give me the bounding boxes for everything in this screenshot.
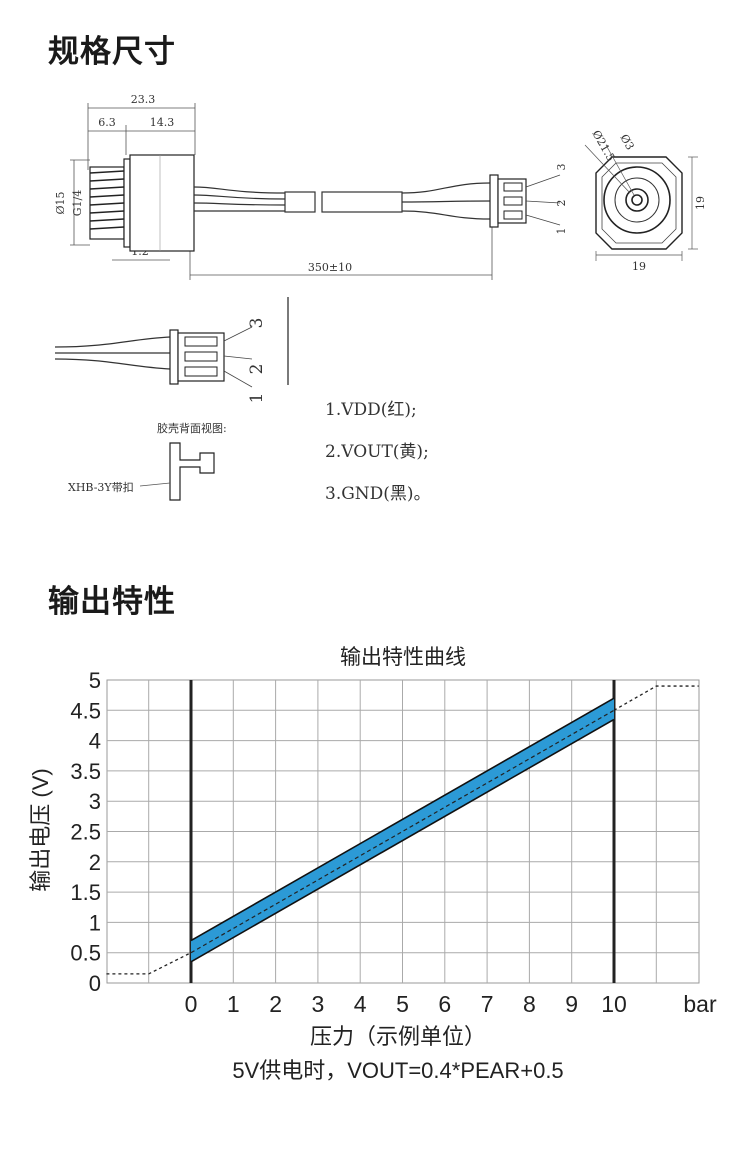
y-tick-label: 1.5 [70,880,101,905]
sensor-front-view [584,144,698,261]
x-tick-label: 5 [396,991,409,1017]
cable-wires [193,182,491,220]
sensor-side-view [89,154,195,252]
y-tick-label: 1 [89,910,101,935]
output-section-title: 输出特性 [48,584,176,620]
dim-total-length: 23.3 [131,93,156,106]
dim-height: 19 [694,196,707,210]
connector-model-label: XHB-3Y带扣 [68,480,134,494]
detail-pin-label-3: 3 [247,318,267,329]
dim-diameter: Ø15 [54,191,67,214]
connector-detail [54,297,289,388]
y-tick-label: 2 [89,850,101,875]
series-lower-tolerance [190,718,615,963]
housing-back-view [139,442,215,501]
series-upper-tolerance [190,697,615,942]
y-tick-label: 0.5 [70,941,101,966]
dim-thread: G1/4 [71,190,84,217]
x-tick-label: 10 [601,991,627,1017]
y-tick-label: 3.5 [70,759,101,784]
pin-description-2: 2.VOUT(黄); [325,442,429,462]
x-unit-label: bar [683,991,717,1017]
pin-description-3: 3.GND(黑)。 [325,484,431,504]
tolerance-band-fill [191,698,614,962]
y-axis-label: 输出电压 (V) [28,768,53,891]
series-above-range [613,685,699,711]
y-tick-label: 4.5 [70,698,101,723]
y-tick-label: 5 [89,668,101,693]
spec-section-title: 规格尺寸 [48,34,176,70]
x-axis-label: 压力（示例单位） [310,1024,486,1049]
y-tick-label: 4 [89,729,101,754]
series-nominal [190,709,615,954]
dim-cable-length: 350±10 [308,261,352,274]
dim-width: 19 [632,260,646,273]
y-tick-label: 0 [89,971,101,996]
cable-connector [489,174,561,228]
y-tick-labels: 0 0.5 1 1.5 2 2.5 3 3.5 4 4.5 5 [70,668,101,996]
x-tick-label: 2 [269,991,282,1017]
x-tick-label: 4 [354,991,367,1017]
dimension-drawing: 23.3 6.3 14.3 Ø15 G1/4 1.2 350±10 [54,93,707,504]
housing-label: 胶壳背面视图: [157,421,227,435]
chart-lines [106,685,699,975]
dim-face-diameter: Ø21.5 [589,128,617,164]
pin-label-1: 1 [555,228,568,235]
tolerance-band [191,698,614,962]
dim-thread-length: 6.3 [98,116,116,129]
pin-label-2: 2 [555,200,568,207]
x-tick-label: 9 [565,991,578,1017]
y-tick-label: 3 [89,789,101,814]
x-tick-label: 3 [312,991,325,1017]
pin-description-1: 1.VDD(红); [325,400,417,420]
dim-body-length: 14.3 [150,116,175,129]
chart-title: 输出特性曲线 [340,646,466,669]
x-tick-label: 0 [185,991,198,1017]
series-below-range [106,952,192,975]
pin-label-3: 3 [555,164,568,171]
x-tick-label: 6 [438,991,451,1017]
detail-pin-label-1: 1 [247,393,267,404]
chart-formula: 5V供电时，VOUT=0.4*PEAR+0.5 [232,1058,563,1083]
x-tick-label: 8 [523,991,536,1017]
dim-hole: Ø3 [617,132,636,152]
x-tick-label: 1 [227,991,240,1017]
detail-pin-label-2: 2 [247,364,267,375]
y-tick-label: 2.5 [70,820,101,845]
thread-lines [89,170,125,230]
x-tick-labels: 0 1 2 3 4 5 6 7 8 9 10 [185,991,627,1017]
x-tick-label: 7 [481,991,494,1017]
